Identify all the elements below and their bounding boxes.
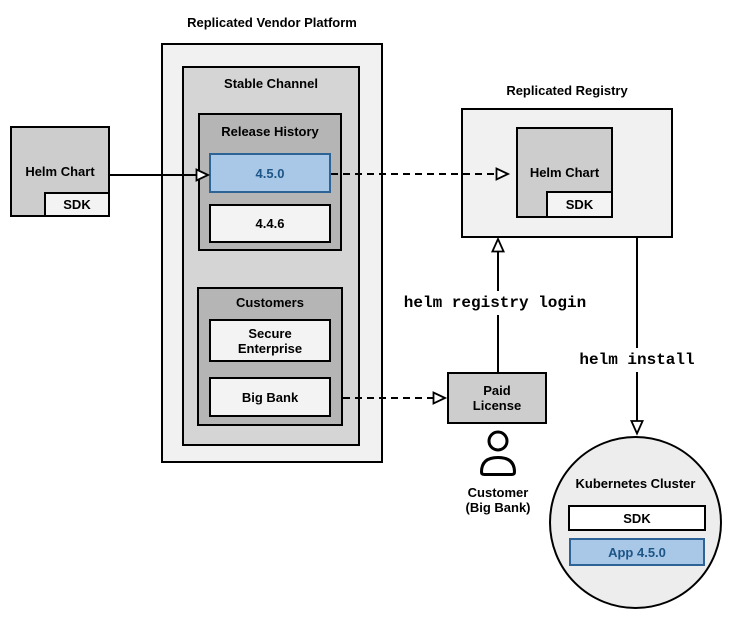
paid-license-label: Paid License [472, 383, 522, 413]
vendor-sdk-label: SDK [63, 197, 91, 212]
customer-name-label: Secure Enterprise [237, 325, 303, 356]
registry-sdk-box: SDK [546, 191, 613, 218]
paid-license-box: Paid License [447, 372, 547, 424]
vendor-helm-chart-label: Helm Chart [25, 164, 95, 179]
release-history-title: Release History [221, 124, 319, 139]
helm-registry-login-command: helm registry login [400, 291, 590, 315]
stable-channel-title: Stable Channel [224, 76, 318, 91]
registry-sdk-label: SDK [565, 197, 594, 212]
registry-title: Replicated Registry [506, 83, 628, 98]
cluster-app-box: App 4.5.0 [569, 538, 705, 566]
release-item-4-5-0: 4.5.0 [209, 153, 331, 193]
cluster-sdk-box: SDK [568, 505, 706, 531]
vendor-sdk-box: SDK [44, 192, 110, 217]
release-version-label: 4.4.6 [255, 216, 285, 231]
cluster-app-label: App 4.5.0 [608, 544, 666, 560]
cluster-sdk-label: SDK [623, 510, 651, 526]
release-item-4-4-6: 4.4.6 [209, 204, 331, 243]
customer-item-big-bank: Big Bank [209, 377, 331, 417]
customer-caption: Customer (Big Bank) [465, 485, 531, 515]
helm-install-command: helm install [577, 348, 697, 372]
person-icon [480, 430, 516, 476]
customers-title: Customers [236, 295, 304, 310]
arrow-registry-to-cluster [630, 238, 644, 436]
kubernetes-cluster-title: Kubernetes Cluster [575, 476, 696, 491]
registry-helm-chart-label: Helm Chart [529, 165, 600, 180]
release-version-label: 4.5.0 [255, 165, 285, 181]
platform-title: Replicated Vendor Platform [187, 15, 357, 30]
customer-name-label: Big Bank [241, 389, 299, 405]
customer-item-secure-enterprise: Secure Enterprise [209, 319, 331, 362]
